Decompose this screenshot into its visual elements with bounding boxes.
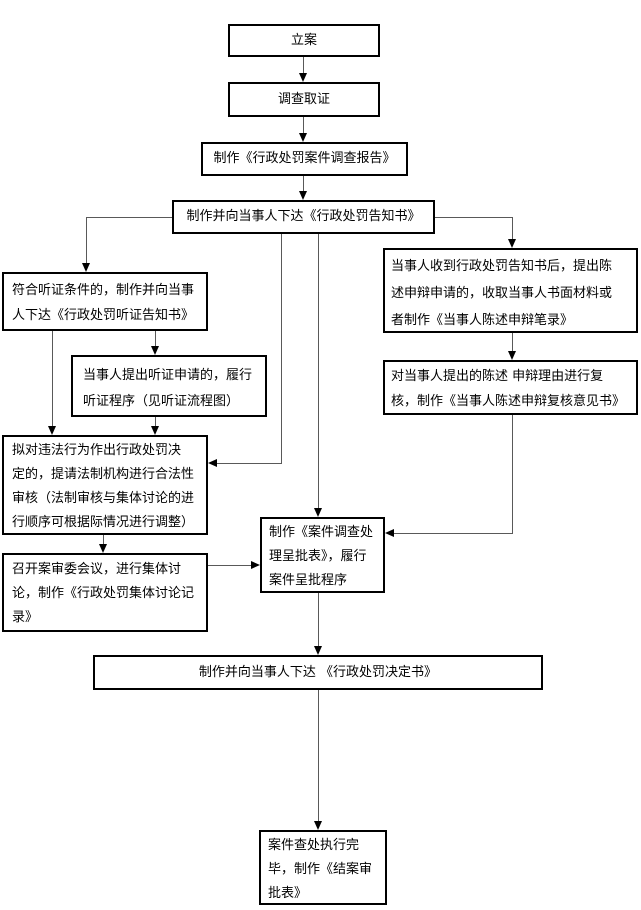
connector-legality-discussion xyxy=(103,535,104,545)
arrow-down-icon xyxy=(82,263,90,272)
arrow-down-icon xyxy=(299,133,307,142)
arrow-down-icon xyxy=(48,426,56,435)
arrow-down-icon xyxy=(151,426,159,435)
connector-notice-hearingnotice-v xyxy=(86,217,87,264)
connector-notice-statement-v xyxy=(512,217,513,240)
node-penalty-notice: 制作并向当事人下达《行政处罚告知书》 xyxy=(172,200,435,234)
connector-notice-statement-h xyxy=(435,217,512,218)
connector-discussion-approval xyxy=(208,565,252,566)
node-collective-discussion: 召开案审委会议，进行集体讨 论，制作《行政处罚集体讨论记 录》 xyxy=(2,553,208,632)
node-hearing-procedure: 当事人提出听证申请的，履行 听证程序（见听证流程图） xyxy=(71,355,267,417)
node-penalty-decision: 制作并向当事人下达 《行政处罚决定书》 xyxy=(93,655,543,690)
node-hearing-notice: 符合听证条件的，制作并向当事 人下达《行政处罚听证告知书》 xyxy=(2,272,208,331)
connector-decision-closing xyxy=(318,690,319,822)
connector-investigation-report xyxy=(303,117,304,134)
connector-statement-review xyxy=(512,333,513,352)
node-legality-review: 拟对违法行为作出行政处罚决 定的，提请法制机构进行合法性 审核（法制审核与集体讨… xyxy=(2,435,208,535)
connector-filing-investigation xyxy=(303,57,304,74)
arrow-down-icon xyxy=(299,73,307,82)
arrow-down-icon xyxy=(99,544,107,553)
arrow-down-icon xyxy=(314,508,322,517)
connector-hearingnotice-procedure xyxy=(155,331,156,347)
node-case-filing: 立案 xyxy=(228,24,380,57)
connector-review-approval-v xyxy=(512,415,513,533)
node-statement-defense-record: 当事人收到行政处罚告知书后，提出陈 述申辩申请的，收取当事人书面材料或 者制作《… xyxy=(383,248,638,333)
arrow-right-icon xyxy=(251,561,260,569)
connector-hearingnotice-legality xyxy=(52,331,53,427)
arrow-down-icon xyxy=(299,191,307,200)
connector-approval-decision xyxy=(318,593,319,647)
connector-procedure-legality xyxy=(155,417,156,427)
arrow-down-icon xyxy=(508,239,516,248)
arrow-down-icon xyxy=(151,346,159,355)
connector-notice-legality-v xyxy=(281,234,282,464)
connector-review-approval-h xyxy=(394,533,513,534)
arrow-down-icon xyxy=(508,351,516,360)
connector-report-notice xyxy=(303,176,304,192)
node-investigation-evidence: 调查取证 xyxy=(228,82,380,117)
node-investigation-report: 制作《行政处罚案件调查报告》 xyxy=(201,142,408,176)
arrow-left-icon xyxy=(208,459,217,467)
node-defense-review: 对当事人提出的陈述 申辩理由进行复 核，制作《当事人陈述申辩复核意见书》 xyxy=(383,360,638,415)
node-case-closing-form: 案件查处执行完 毕，制作《结案审 批表》 xyxy=(259,830,387,905)
node-approval-form: 制作《案件调查处 理呈批表》，履行 案件呈批程序 xyxy=(260,517,385,593)
connector-notice-legality-h xyxy=(217,463,282,464)
arrow-down-icon xyxy=(314,821,322,830)
arrow-down-icon xyxy=(314,646,322,655)
arrow-left-icon xyxy=(385,529,394,537)
connector-notice-approval xyxy=(318,234,319,509)
connector-notice-hearingnotice-h xyxy=(86,217,172,218)
